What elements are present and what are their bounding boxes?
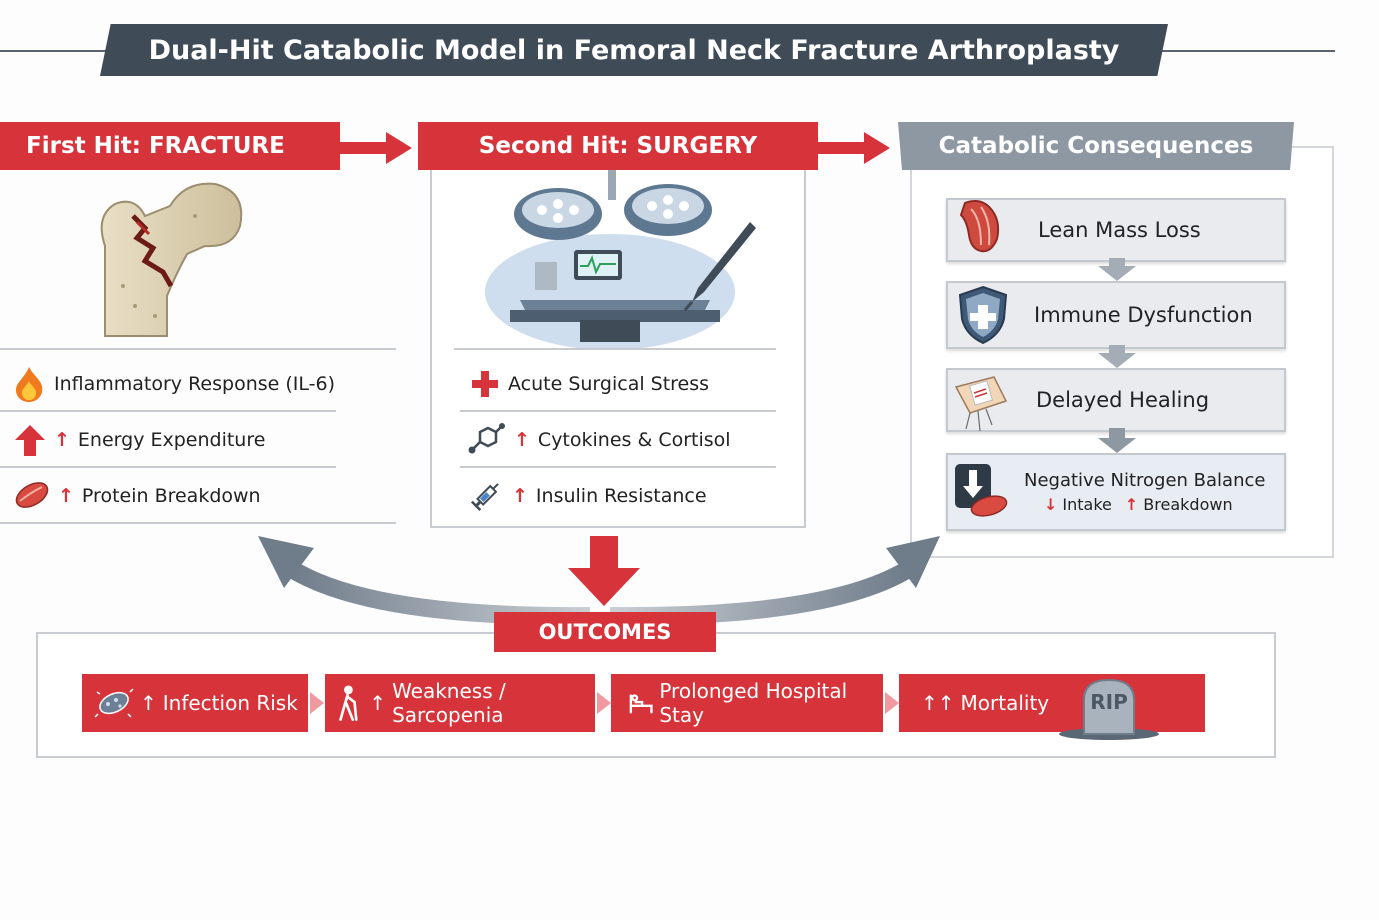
muscle-icon xyxy=(15,482,49,508)
surgery-item-insulin: ↑ Insulin Resistance xyxy=(468,476,707,516)
nitrogen-balance-icon xyxy=(955,464,1008,517)
tombstone-text: RIP xyxy=(1090,690,1128,714)
intake-down-arrow: ↓ xyxy=(1044,495,1058,514)
outcome-mortality-label: Mortality xyxy=(960,691,1050,715)
surgery-divider-1 xyxy=(460,410,776,412)
elderly-person-icon xyxy=(339,685,358,721)
outcome-weakness-up: ↑ xyxy=(369,691,387,715)
intake-label: Intake xyxy=(1062,495,1112,514)
outcome-hospital-stay-label: Prolonged Hospital Stay xyxy=(659,679,848,727)
chevron-down-icon xyxy=(1098,428,1136,453)
fracture-item-inflammation: Inflammatory Response (IL-6) xyxy=(12,364,335,404)
title-text: Dual-Hit Catabolic Model in Femoral Neck… xyxy=(148,34,1120,66)
consequence-immune-dysfunction-label: Immune Dysfunction xyxy=(1034,303,1253,327)
bacteria-icon xyxy=(94,688,134,718)
surgery-item-insulin-label: Insulin Resistance xyxy=(535,485,707,507)
consequences-header-text: Catabolic Consequences xyxy=(938,133,1254,159)
breakdown-up-arrow: ↑ xyxy=(1124,495,1139,514)
operating-room-icon xyxy=(485,170,756,350)
breakdown-label: Breakdown xyxy=(1143,495,1233,514)
fracture-item-inflammation-label: Inflammatory Response (IL-6) xyxy=(54,373,336,395)
hospital-bed-icon xyxy=(629,694,653,714)
consequence-negative-nitrogen-balance: Negative Nitrogen Balance ↓ Intake ↑ Bre… xyxy=(946,453,1286,531)
outcomes-label-text: OUTCOMES xyxy=(538,620,672,644)
fracture-item-protein: ↑ Protein Breakdown xyxy=(10,476,261,516)
surgery-item-cytokines-up: ↑ xyxy=(514,429,530,451)
fracture-divider-2 xyxy=(0,466,336,468)
surgery-item-cytokines-label: Cytokines & Cortisol xyxy=(537,429,731,451)
title-rule-left xyxy=(0,50,110,52)
outcome-mortality: ↑↑ Mortality xyxy=(899,674,1205,732)
up-arrow-icon xyxy=(15,425,45,456)
surgery-header-text: Second Hit: SURGERY xyxy=(478,133,758,159)
chevron-right-icon xyxy=(597,692,611,714)
fracture-divider-1 xyxy=(0,410,336,412)
nitrogen-balance-title: Negative Nitrogen Balance xyxy=(1024,470,1266,491)
medical-cross-icon xyxy=(472,371,498,397)
consequence-lean-mass-loss-label: Lean Mass Loss xyxy=(1038,218,1201,242)
outcome-infection-risk: ↑ Infection Risk xyxy=(82,674,308,732)
title-rule-right xyxy=(1160,50,1335,52)
fracture-header: First Hit: FRACTURE xyxy=(0,122,340,170)
outcome-weakness-label: Weakness / Sarcopenia xyxy=(392,679,506,727)
fracture-header-text: First Hit: FRACTURE xyxy=(26,133,285,159)
arrow-down-to-outcomes xyxy=(568,536,640,606)
surgery-item-stress: Acute Surgical Stress xyxy=(470,364,709,404)
shield-icon xyxy=(958,285,1008,345)
fracture-divider-top xyxy=(0,348,396,350)
syringe-icon xyxy=(470,483,499,512)
surgery-header: Second Hit: SURGERY xyxy=(418,122,818,170)
chevron-down-icon xyxy=(1098,258,1136,281)
fracture-item-protein-label: Protein Breakdown xyxy=(81,485,261,507)
consequence-immune-dysfunction: Immune Dysfunction xyxy=(946,281,1286,349)
consequences-header: Catabolic Consequences xyxy=(898,122,1294,170)
surgery-item-insulin-up: ↑ xyxy=(512,485,528,507)
outcome-infection-label: Infection Risk xyxy=(162,691,298,715)
fractured-femur-icon xyxy=(100,182,243,337)
chevron-right-icon xyxy=(885,692,899,714)
arrow-surgery-to-consequences xyxy=(816,132,890,164)
outcome-hospital-stay: Prolonged Hospital Stay xyxy=(611,674,883,732)
flame-icon xyxy=(16,367,43,402)
fracture-item-energy-up: ↑ xyxy=(54,429,70,451)
bandage-icon xyxy=(954,376,1008,432)
fracture-divider-bottom xyxy=(0,522,396,524)
fracture-item-energy-label: Energy Expenditure xyxy=(77,429,266,451)
consequence-delayed-healing-label: Delayed Healing xyxy=(1036,388,1210,412)
page-title: Dual-Hit Catabolic Model in Femoral Neck… xyxy=(100,24,1168,76)
arrow-fracture-to-surgery xyxy=(338,132,412,164)
muscle-icon xyxy=(959,200,1000,253)
outcomes-label: OUTCOMES xyxy=(494,612,716,652)
chevron-right-icon xyxy=(310,692,324,714)
molecule-icon xyxy=(468,423,505,454)
surgery-item-stress-label: Acute Surgical Stress xyxy=(508,373,710,395)
surgery-divider-2 xyxy=(460,466,776,468)
fracture-item-protein-up: ↑ xyxy=(58,485,74,507)
tombstone-icon: RIP xyxy=(1056,678,1162,740)
outcome-mortality-up: ↑↑ xyxy=(921,691,955,715)
outcome-weakness: ↑ Weakness / Sarcopenia xyxy=(325,674,595,732)
consequence-delayed-healing: Delayed Healing xyxy=(946,368,1286,432)
consequence-lean-mass-loss: Lean Mass Loss xyxy=(946,198,1286,262)
surgery-item-cytokines: ↑ Cytokines & Cortisol xyxy=(466,420,731,460)
chevron-down-icon xyxy=(1098,345,1136,368)
outcome-infection-up: ↑ xyxy=(140,691,157,715)
surgery-divider-top xyxy=(454,348,776,350)
fracture-item-energy: ↑ Energy Expenditure xyxy=(14,420,265,460)
